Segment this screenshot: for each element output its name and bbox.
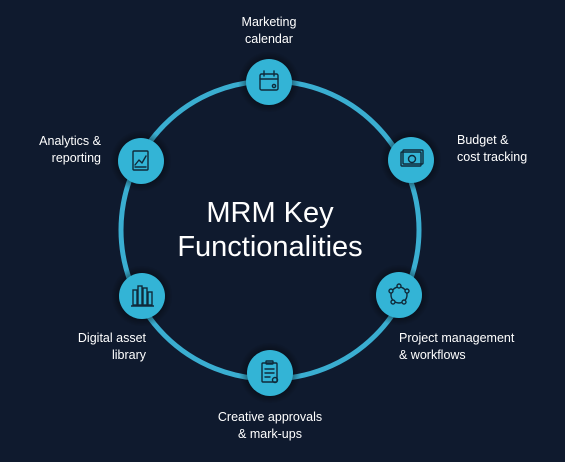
checklist-icon [261,360,279,384]
label-project-management: Project management & workflows [399,331,515,362]
report-chart-icon [132,150,149,171]
node-digital-asset-library [111,265,173,327]
money-icon [400,149,424,167]
title-line-2: Functionalities [177,231,363,263]
node-marketing-calendar [238,51,300,113]
node-analytics [110,130,172,192]
diagram-title: MRM Key Functionalities [150,196,390,264]
node-project-management [368,264,430,326]
label-budget: Budget & cost tracking [457,133,528,164]
label-analytics: Analytics & reporting [39,134,101,165]
label-digital-asset-library: Digital asset library [77,331,146,362]
node-creative-approvals [239,342,301,404]
node-budget [380,129,442,191]
label-creative-approvals: Creative approvals & mark-ups [217,410,323,441]
label-marketing-calendar: Marketing calendar [241,15,297,46]
workflow-icon [388,283,410,305]
title-line-1: MRM Key [206,197,334,229]
library-icon [131,285,154,307]
calendar-icon [259,70,279,91]
